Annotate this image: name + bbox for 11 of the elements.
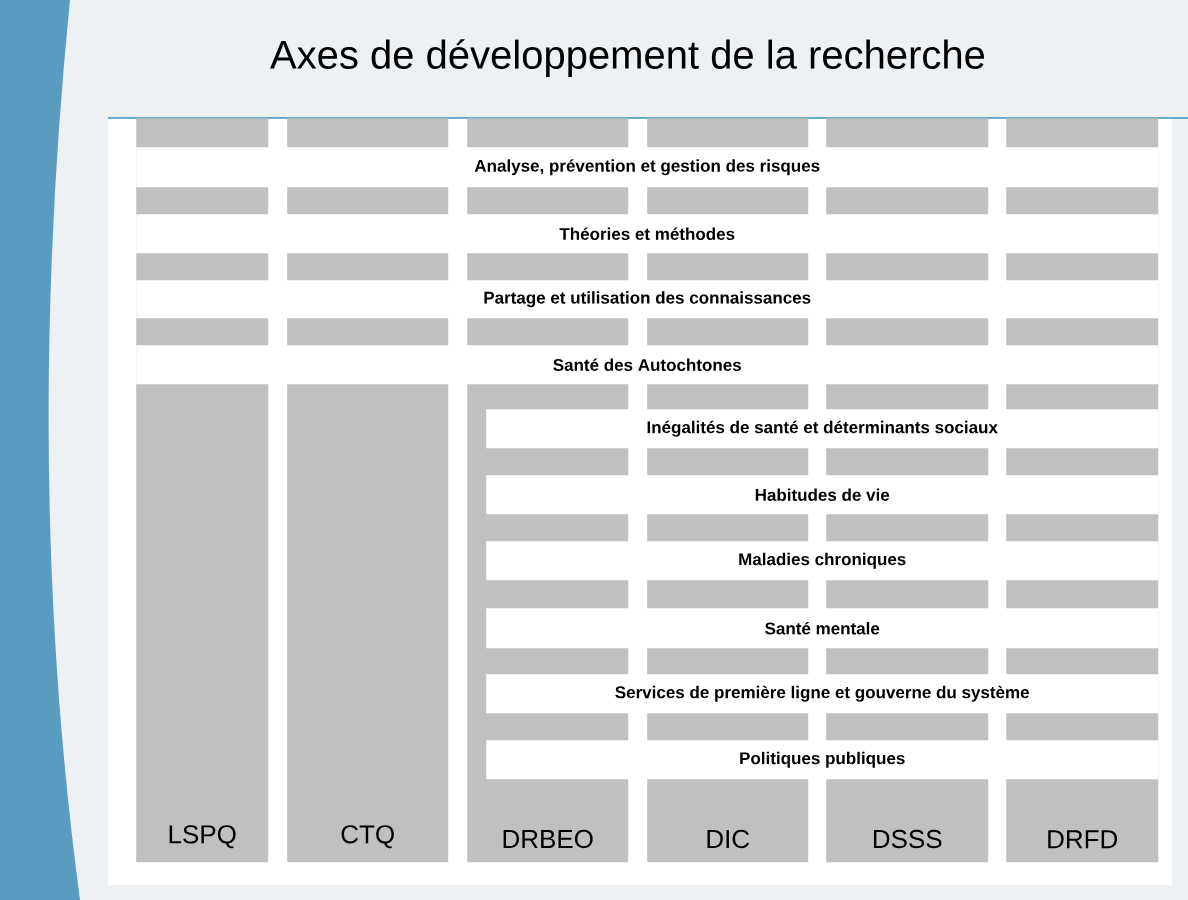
axis-band: Inégalités de santé et déterminants sociaux bbox=[486, 409, 1159, 449]
title: Axes de développement de la recherche bbox=[270, 39, 985, 77]
axis-band: Santé mentale bbox=[486, 608, 1159, 649]
axis-band: Politiques publiques bbox=[486, 740, 1159, 780]
axis-band: Services de première ligne et gouverne du système bbox=[486, 674, 1159, 714]
axis-band: Santé des Autochtones bbox=[136, 345, 1159, 385]
axis-band: Théories et méthodes bbox=[136, 214, 1159, 254]
axis-band: Habitudes de vie bbox=[486, 475, 1159, 515]
axis-band: Partage et utilisation des connaissances bbox=[136, 280, 1159, 319]
axis-band: Analyse, prévention et gestion des risques bbox=[136, 147, 1159, 188]
axis-band: Maladies chroniques bbox=[486, 541, 1159, 581]
